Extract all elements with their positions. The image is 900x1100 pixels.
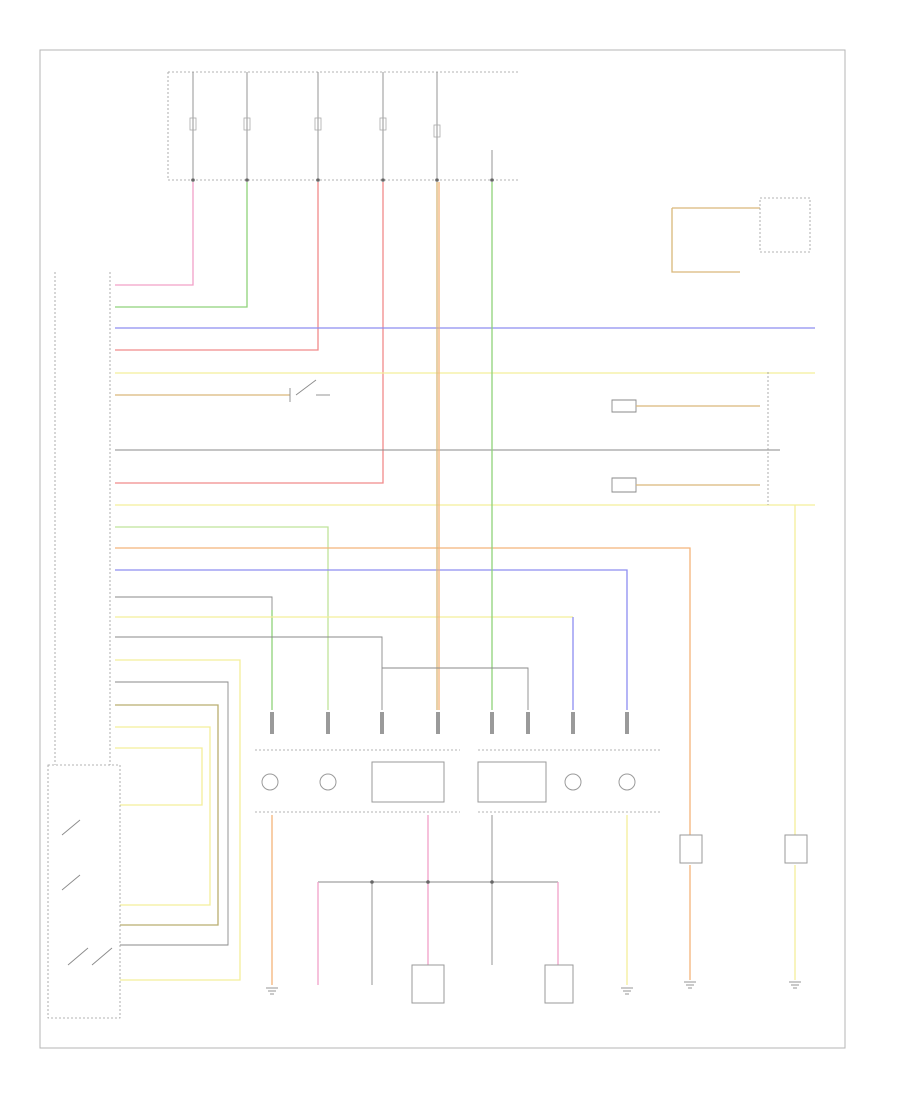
wire-gray-3: [115, 636, 383, 710]
fuse-feed-wires: [115, 182, 384, 484]
upper-right-component: [671, 197, 811, 273]
switch-symbol-left: [289, 379, 330, 402]
left-leveling-actuator: [371, 761, 445, 803]
ground-symbols: [266, 981, 801, 995]
right-switch-1: [611, 399, 760, 413]
lighting-switch: [47, 764, 121, 1019]
module-right: [544, 964, 574, 1004]
wire-blue-2: [115, 569, 628, 710]
wire-light-green: [115, 526, 329, 710]
connector-pins: [270, 712, 629, 734]
wire-red-1: [115, 182, 319, 351]
wire-green: [115, 182, 248, 308]
diagram-frame: [39, 49, 846, 1049]
wire-pink: [115, 182, 194, 286]
wire-orange: [115, 547, 691, 835]
left-headlight: [255, 749, 460, 813]
fuse-box: [167, 71, 520, 182]
junction-gray: [382, 667, 529, 710]
switch-harness-wires: [115, 659, 241, 981]
right-switch-2: [611, 477, 760, 493]
left-side-marker: [679, 834, 703, 864]
wire-gray-2: [115, 596, 273, 710]
right-side-marker: [784, 834, 808, 864]
wire-red-2: [115, 182, 384, 484]
right-headlight: [477, 749, 660, 813]
fuse-symbols: [189, 117, 441, 138]
right-leveling-actuator: [477, 761, 547, 803]
module-left: [411, 964, 445, 1004]
